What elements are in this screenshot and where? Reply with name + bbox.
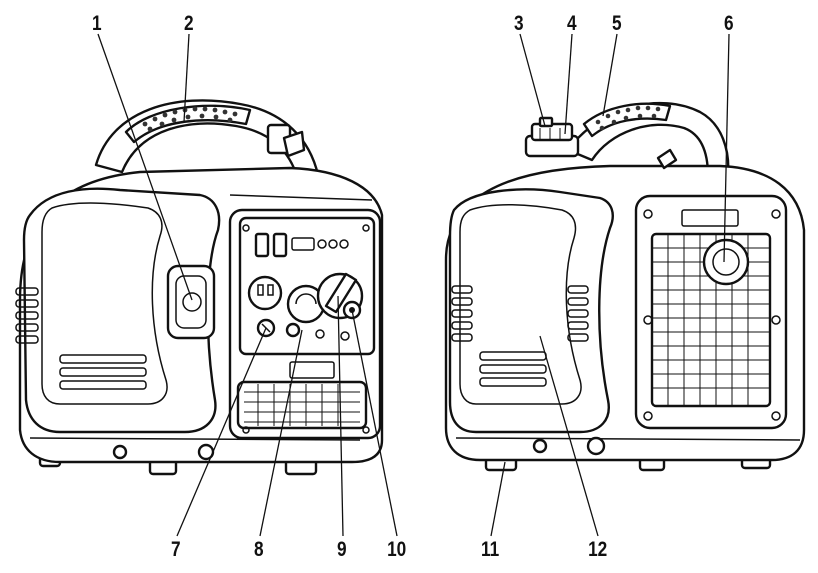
callout-5: 5 <box>612 13 622 34</box>
usb-port-2 <box>274 234 286 256</box>
right-base-bolt-2 <box>588 438 604 454</box>
callout-12: 12 <box>588 539 607 560</box>
callout-8: 8 <box>254 539 264 560</box>
callout-1: 1 <box>92 13 102 34</box>
left-generator <box>16 100 382 474</box>
callout-2: 2 <box>184 13 194 34</box>
callout-9: 9 <box>337 539 347 560</box>
reset-button <box>287 324 299 336</box>
ac-outlet-left <box>249 277 281 309</box>
left-base-bolt-1 <box>114 446 126 458</box>
leader-11 <box>491 462 505 536</box>
callout-10: 10 <box>387 539 406 560</box>
callout-4: 4 <box>567 13 577 34</box>
right-generator <box>446 103 804 470</box>
leader-4 <box>565 34 572 134</box>
callout-7: 7 <box>171 539 181 560</box>
callout-3: 3 <box>514 13 524 34</box>
usb-port-1 <box>256 234 268 256</box>
muffler-outlet <box>704 240 748 284</box>
recoil-starter-housing <box>168 266 214 338</box>
right-side-cover <box>450 189 613 432</box>
leader-5 <box>603 34 617 116</box>
right-base-bolt-1 <box>534 440 546 452</box>
callout-6: 6 <box>724 13 734 34</box>
front-vent-grille <box>238 382 366 428</box>
leader-3 <box>520 34 545 126</box>
callout-11: 11 <box>481 539 499 560</box>
fuel-cap-vent-knob <box>540 118 552 126</box>
